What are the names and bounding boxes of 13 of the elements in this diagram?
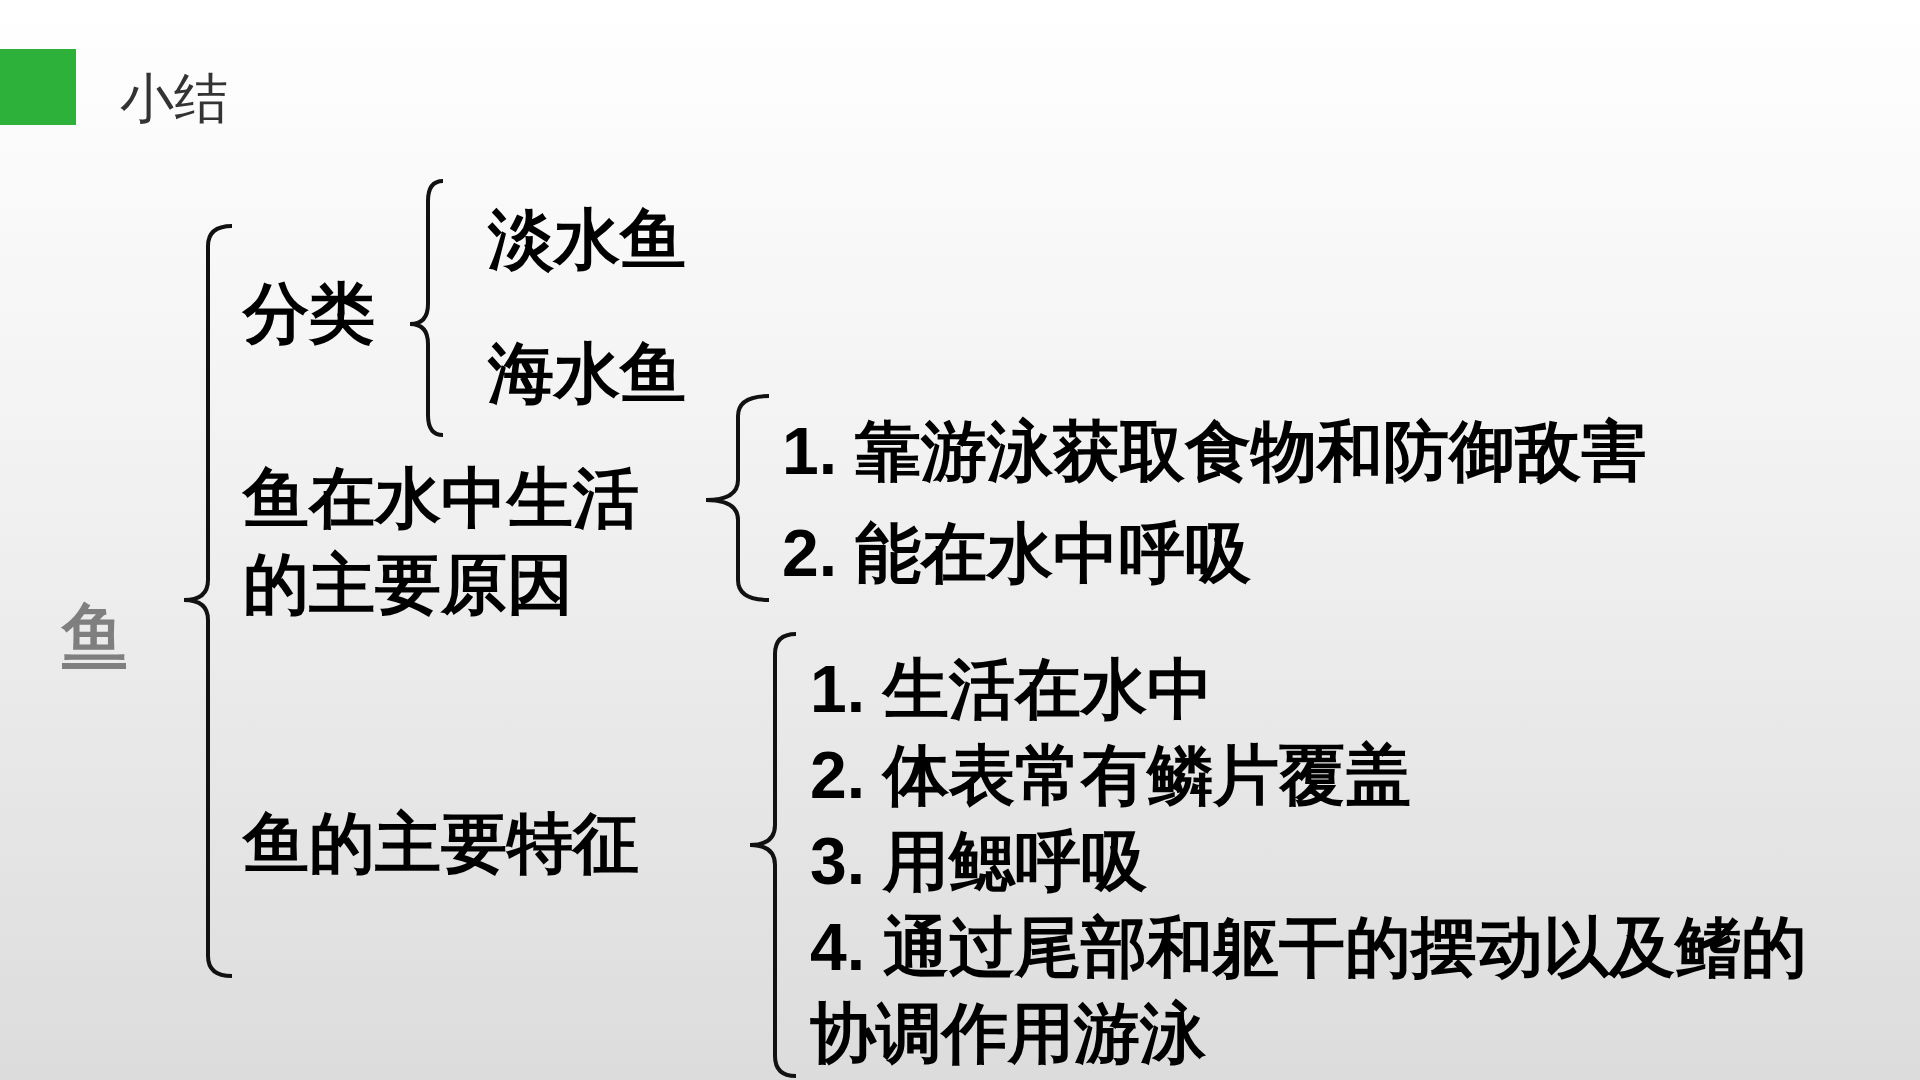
branch-heading: 分类 xyxy=(243,275,375,352)
branch-item: 2. 能在水中呼吸 xyxy=(782,515,1252,592)
branch-heading: 鱼的主要特征 xyxy=(243,805,639,882)
branch-item: 1. 靠游泳获取食物和防御敌害 xyxy=(782,413,1648,490)
branch-item: 4. 通过尾部和躯干的摆动以及鳍的协调作用游泳 xyxy=(810,909,1809,1072)
branch-item: 淡水鱼 xyxy=(488,201,686,278)
root-topic: 鱼 xyxy=(62,596,126,671)
branch-item: 海水鱼 xyxy=(488,335,686,412)
branch-heading: 鱼在水中生活的主要原因 xyxy=(243,460,640,623)
slide-title: 小结 xyxy=(120,67,228,130)
branch-item: 2. 体表常有鳞片覆盖 xyxy=(810,737,1412,814)
branch-item: 3. 用鳃呼吸 xyxy=(810,823,1148,900)
branch-item: 1. 生活在水中 xyxy=(810,651,1214,728)
